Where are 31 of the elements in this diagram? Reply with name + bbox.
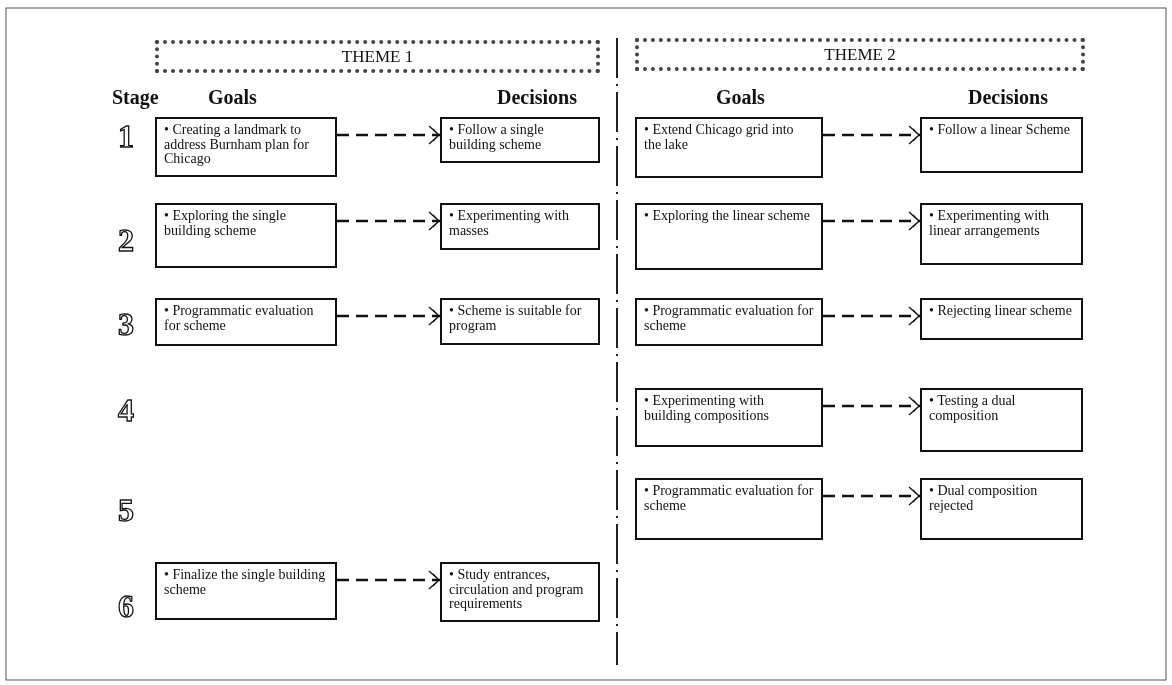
text-box: • Programmatic evaluation for scheme (635, 298, 823, 346)
text-box: • Follow a linear Scheme (920, 117, 1083, 173)
text-box: • Study entrances, circulation and program requirements (440, 562, 600, 622)
theme-banner: THEME 1 (155, 40, 600, 73)
column-header: Decisions (497, 86, 577, 109)
text-box: • Testing a dual composition (920, 388, 1083, 452)
column-header: Decisions (968, 86, 1048, 109)
column-header: Goals (716, 86, 765, 109)
stage-number: 3 (118, 306, 134, 343)
text-box: • Programmatic evaluation for scheme (155, 298, 337, 346)
stage-number: 6 (118, 588, 134, 625)
text-box: • Experimenting with building compositions (635, 388, 823, 447)
text-box: • Exploring the single building scheme (155, 203, 337, 268)
column-header: Goals (208, 86, 257, 109)
stage-number: 1 (118, 118, 134, 155)
stage-number: 4 (118, 392, 134, 429)
text-box: • Experimenting with masses (440, 203, 600, 250)
text-box: • Finalize the single building scheme (155, 562, 337, 620)
text-box: • Dual composition rejected (920, 478, 1083, 540)
text-box: • Creating a landmark to address Burnham plan for Chicago (155, 117, 337, 177)
text-box: • Scheme is suitable for program (440, 298, 600, 345)
text-box: • Extend Chicago grid into the lake (635, 117, 823, 178)
text-box: • Rejecting linear scheme (920, 298, 1083, 340)
theme-banner: THEME 2 (635, 38, 1085, 71)
text-box: • Follow a single building scheme (440, 117, 600, 163)
text-box: • Programmatic evaluation for scheme (635, 478, 823, 540)
stage-header: Stage (112, 86, 159, 109)
text-box: • Exploring the linear scheme (635, 203, 823, 270)
stage-number: 5 (118, 492, 134, 529)
text-box: • Experimenting with linear arrangements (920, 203, 1083, 265)
stage-number: 2 (118, 222, 134, 259)
